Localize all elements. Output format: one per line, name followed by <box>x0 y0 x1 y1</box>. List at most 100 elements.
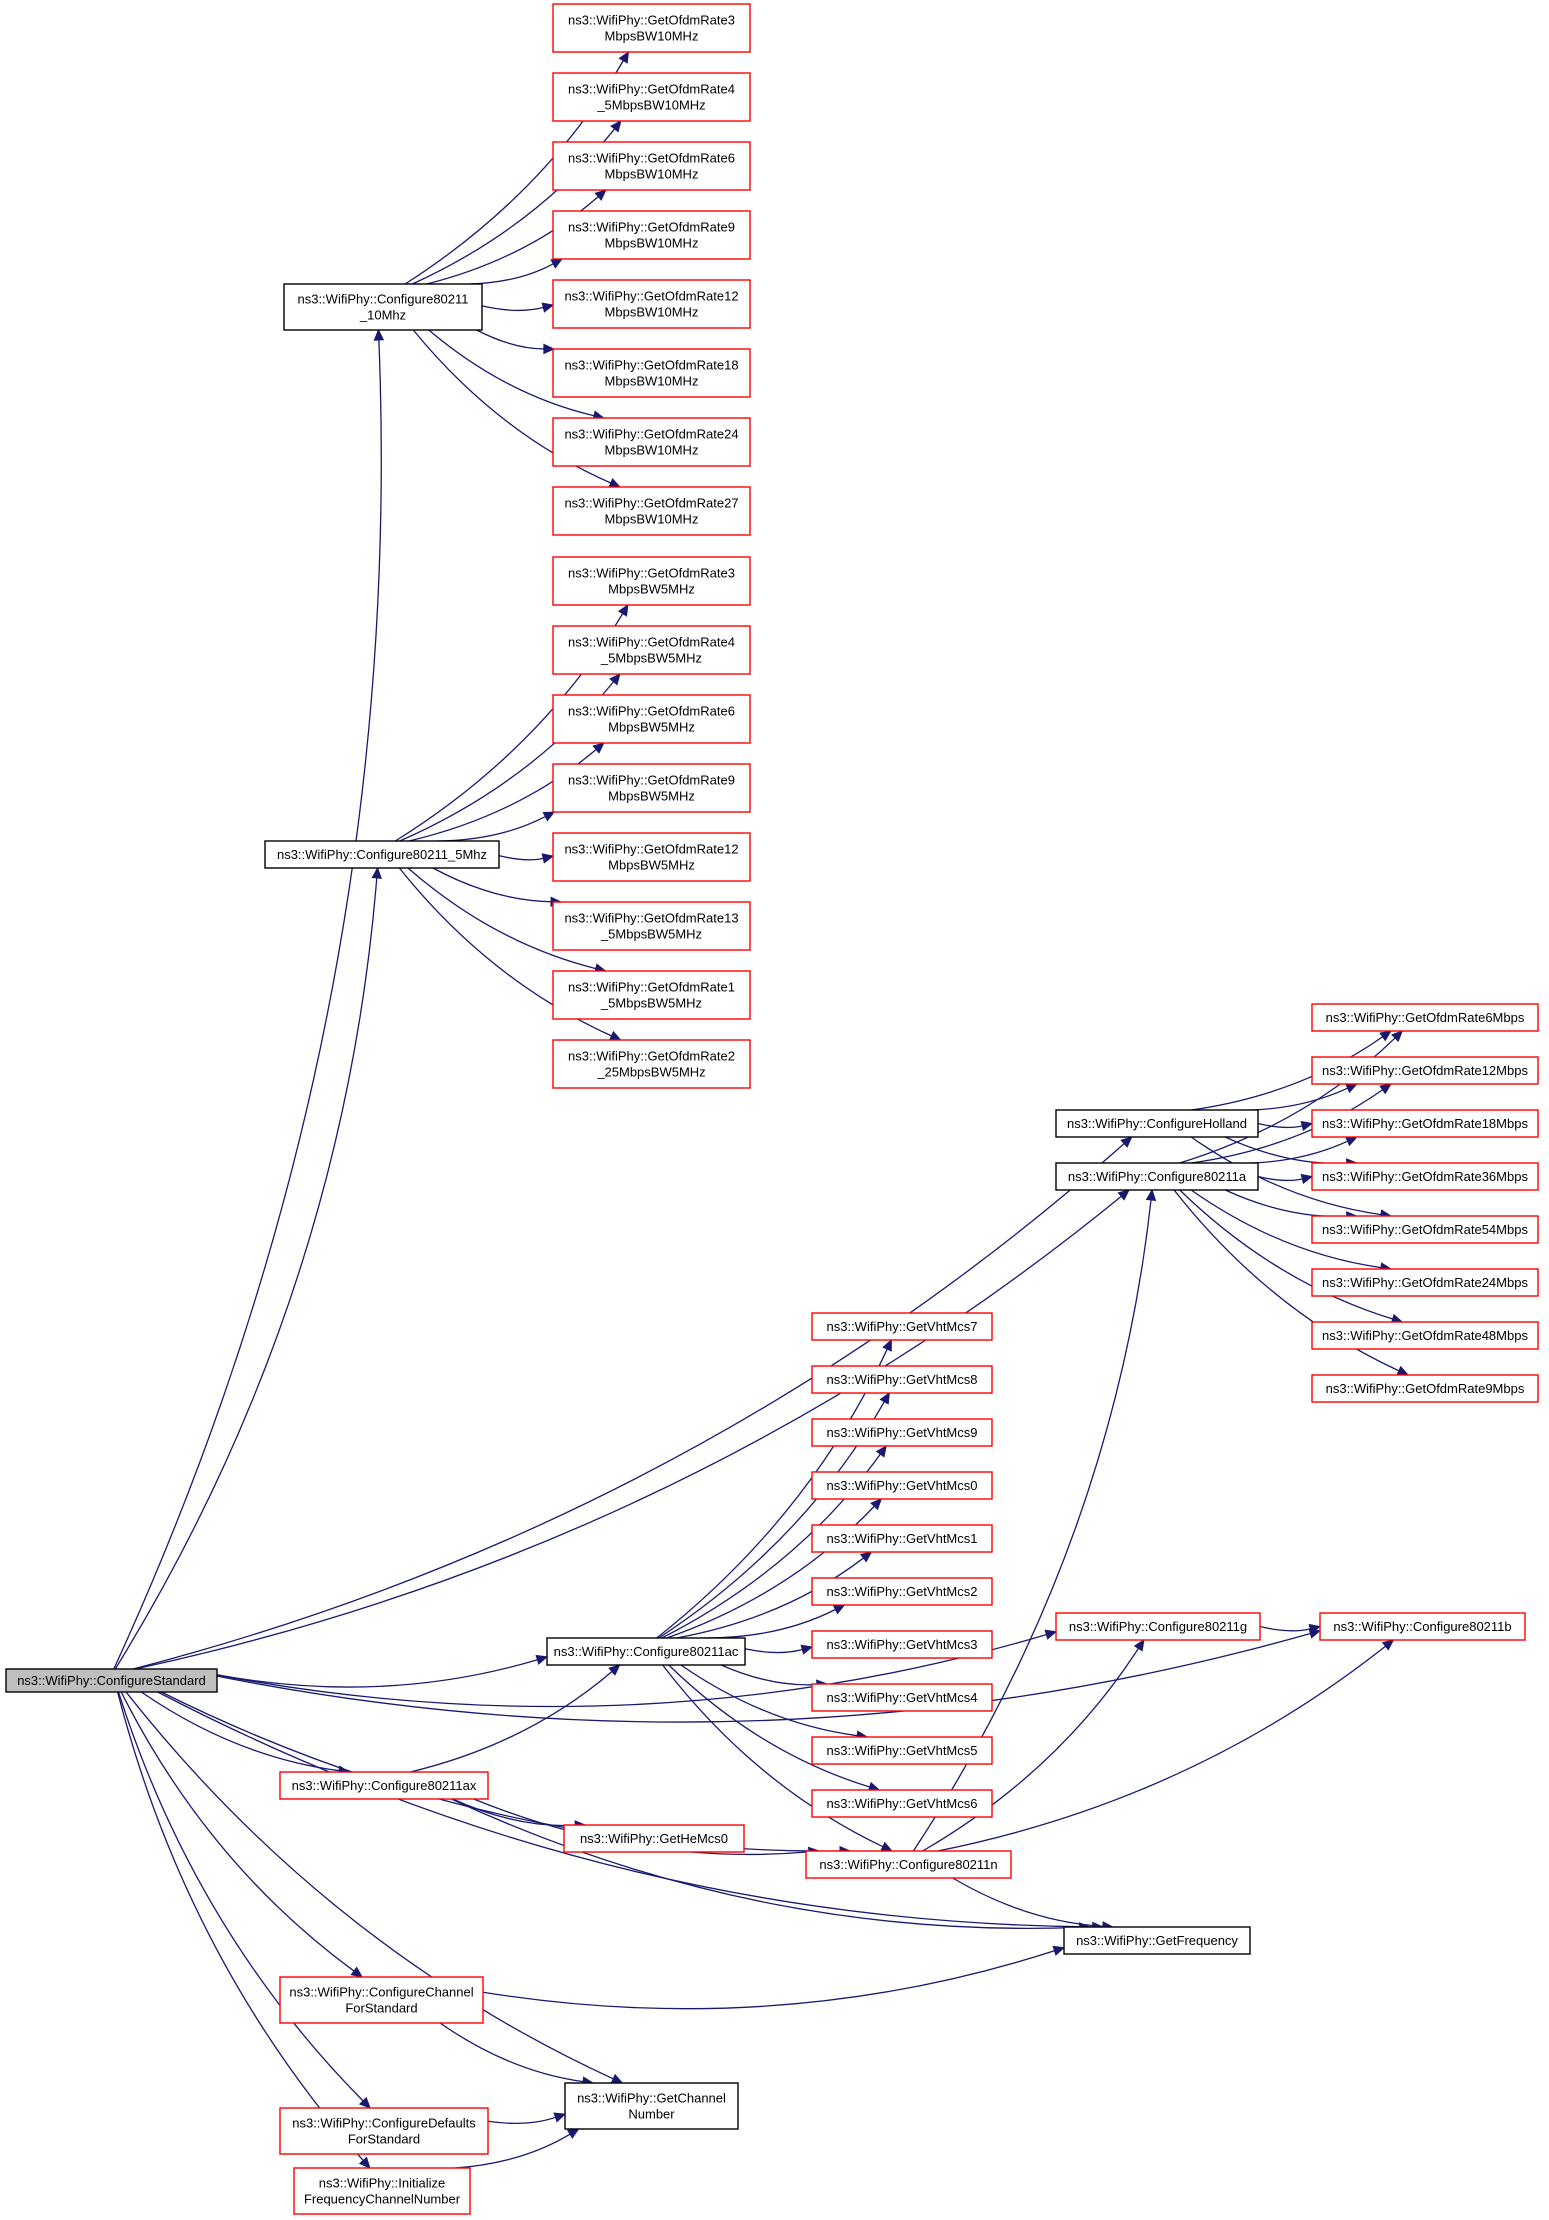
node-deffor[interactable]: ns3::WifiPhy::ConfigureDefaultsForStanda… <box>279 2107 489 2155</box>
node-box-vht2[interactable] <box>811 1577 993 1606</box>
node-vht3[interactable]: ns3::WifiPhy::GetVhtMcs3 <box>811 1630 993 1659</box>
node-c11g[interactable]: ns3::WifiPhy::Configure80211g <box>1055 1612 1261 1641</box>
node-vht8[interactable]: ns3::WifiPhy::GetVhtMcs8 <box>811 1365 993 1394</box>
node-box-vht8[interactable] <box>811 1365 993 1394</box>
node-c10[interactable]: ns3::WifiPhy::Configure80211_10Mhz <box>283 283 483 331</box>
node-vht1[interactable]: ns3::WifiPhy::GetVhtMcs1 <box>811 1524 993 1553</box>
node-root[interactable]: ns3::WifiPhy::ConfigureStandard <box>5 1668 218 1693</box>
node-box-o18[interactable] <box>1311 1109 1539 1138</box>
node-box-getchan[interactable] <box>564 2082 739 2130</box>
node-box-r10_18[interactable] <box>552 348 751 398</box>
node-c11ax[interactable]: ns3::WifiPhy::Configure80211ax <box>279 1771 489 1800</box>
node-box-r10_12[interactable] <box>552 279 751 329</box>
node-box-vht1[interactable] <box>811 1524 993 1553</box>
node-box-vht9[interactable] <box>811 1418 993 1447</box>
node-r5_225[interactable]: ns3::WifiPhy::GetOfdmRate2_25MbpsBW5MHz <box>552 1039 751 1089</box>
node-box-o48[interactable] <box>1311 1321 1539 1350</box>
node-o12[interactable]: ns3::WifiPhy::GetOfdmRate12Mbps <box>1311 1056 1539 1085</box>
node-box-o12[interactable] <box>1311 1056 1539 1085</box>
node-box-c11ac[interactable] <box>546 1637 746 1666</box>
node-box-getfreq[interactable] <box>1063 1926 1251 1955</box>
node-box-r10_27[interactable] <box>552 486 751 536</box>
node-box-o9[interactable] <box>1311 1374 1539 1403</box>
node-chanfor[interactable]: ns3::WifiPhy::ConfigureChannelForStandar… <box>279 1976 484 2024</box>
node-o54[interactable]: ns3::WifiPhy::GetOfdmRate54Mbps <box>1311 1215 1539 1244</box>
node-vht0[interactable]: ns3::WifiPhy::GetVhtMcs0 <box>811 1471 993 1500</box>
node-box-vht6[interactable] <box>811 1789 993 1818</box>
node-box-r10_3[interactable] <box>552 3 751 53</box>
node-box-c11ax[interactable] <box>279 1771 489 1800</box>
node-vht4[interactable]: ns3::WifiPhy::GetVhtMcs4 <box>811 1683 993 1712</box>
node-box-r5_225[interactable] <box>552 1039 751 1089</box>
node-box-hemcs0[interactable] <box>563 1824 745 1853</box>
node-hemcs0[interactable]: ns3::WifiPhy::GetHeMcs0 <box>563 1824 745 1853</box>
node-box-r10_24[interactable] <box>552 417 751 467</box>
node-box-c11b[interactable] <box>1319 1612 1526 1641</box>
node-box-r5_3[interactable] <box>552 556 751 606</box>
node-vht6[interactable]: ns3::WifiPhy::GetVhtMcs6 <box>811 1789 993 1818</box>
node-r5_135[interactable]: ns3::WifiPhy::GetOfdmRate13_5MbpsBW5MHz <box>552 901 751 951</box>
node-box-o24[interactable] <box>1311 1268 1539 1297</box>
node-vht2[interactable]: ns3::WifiPhy::GetVhtMcs2 <box>811 1577 993 1606</box>
node-box-o54[interactable] <box>1311 1215 1539 1244</box>
node-box-r10_9[interactable] <box>552 210 751 260</box>
node-c11ac[interactable]: ns3::WifiPhy::Configure80211ac <box>546 1637 746 1666</box>
node-box-vht7[interactable] <box>811 1312 993 1341</box>
node-box-r5_9[interactable] <box>552 763 751 813</box>
node-vht5[interactable]: ns3::WifiPhy::GetVhtMcs5 <box>811 1736 993 1765</box>
node-box-o6[interactable] <box>1311 1003 1539 1032</box>
node-o6[interactable]: ns3::WifiPhy::GetOfdmRate6Mbps <box>1311 1003 1539 1032</box>
node-box-r5_45[interactable] <box>552 625 751 675</box>
node-box-holland[interactable] <box>1055 1109 1259 1138</box>
node-o24[interactable]: ns3::WifiPhy::GetOfdmRate24Mbps <box>1311 1268 1539 1297</box>
node-c5[interactable]: ns3::WifiPhy::Configure80211_5Mhz <box>264 840 500 869</box>
node-box-r10_45[interactable] <box>552 72 751 122</box>
node-box-r10_6[interactable] <box>552 141 751 191</box>
node-box-o36[interactable] <box>1311 1162 1539 1191</box>
node-box-c11g[interactable] <box>1055 1612 1261 1641</box>
node-box-vht3[interactable] <box>811 1630 993 1659</box>
node-o18[interactable]: ns3::WifiPhy::GetOfdmRate18Mbps <box>1311 1109 1539 1138</box>
node-vht7[interactable]: ns3::WifiPhy::GetVhtMcs7 <box>811 1312 993 1341</box>
node-o9[interactable]: ns3::WifiPhy::GetOfdmRate9Mbps <box>1311 1374 1539 1403</box>
node-box-c5[interactable] <box>264 840 500 869</box>
node-box-r5_6[interactable] <box>552 694 751 744</box>
node-r5_45[interactable]: ns3::WifiPhy::GetOfdmRate4_5MbpsBW5MHz <box>552 625 751 675</box>
node-box-r5_12[interactable] <box>552 832 751 882</box>
node-o36[interactable]: ns3::WifiPhy::GetOfdmRate36Mbps <box>1311 1162 1539 1191</box>
node-box-c11n[interactable] <box>805 1850 1012 1879</box>
node-box-initfreq[interactable] <box>293 2167 471 2215</box>
node-box-c11a[interactable] <box>1055 1162 1259 1191</box>
node-box-vht4[interactable] <box>811 1683 993 1712</box>
node-vht9[interactable]: ns3::WifiPhy::GetVhtMcs9 <box>811 1418 993 1447</box>
node-r10_45[interactable]: ns3::WifiPhy::GetOfdmRate4_5MbpsBW10MHz <box>552 72 751 122</box>
node-box-root[interactable] <box>5 1668 218 1693</box>
node-o48[interactable]: ns3::WifiPhy::GetOfdmRate48Mbps <box>1311 1321 1539 1350</box>
node-holland[interactable]: ns3::WifiPhy::ConfigureHolland <box>1055 1109 1259 1138</box>
node-c11a[interactable]: ns3::WifiPhy::Configure80211a <box>1055 1162 1259 1191</box>
node-c11b[interactable]: ns3::WifiPhy::Configure80211b <box>1319 1612 1526 1641</box>
node-r5_15[interactable]: ns3::WifiPhy::GetOfdmRate1_5MbpsBW5MHz <box>552 970 751 1020</box>
node-box-chanfor[interactable] <box>279 1976 484 2024</box>
node-box-r5_15[interactable] <box>552 970 751 1020</box>
node-box-deffor[interactable] <box>279 2107 489 2155</box>
node-box-r5_135[interactable] <box>552 901 751 951</box>
node-initfreq[interactable]: ns3::WifiPhy::InitializeFrequencyChannel… <box>293 2167 471 2215</box>
node-box-c10[interactable] <box>283 283 483 331</box>
node-box-vht0[interactable] <box>811 1471 993 1500</box>
node-c11n[interactable]: ns3::WifiPhy::Configure80211n <box>805 1850 1012 1879</box>
node-box-vht5[interactable] <box>811 1736 993 1765</box>
node-getfreq[interactable]: ns3::WifiPhy::GetFrequency <box>1063 1926 1251 1955</box>
